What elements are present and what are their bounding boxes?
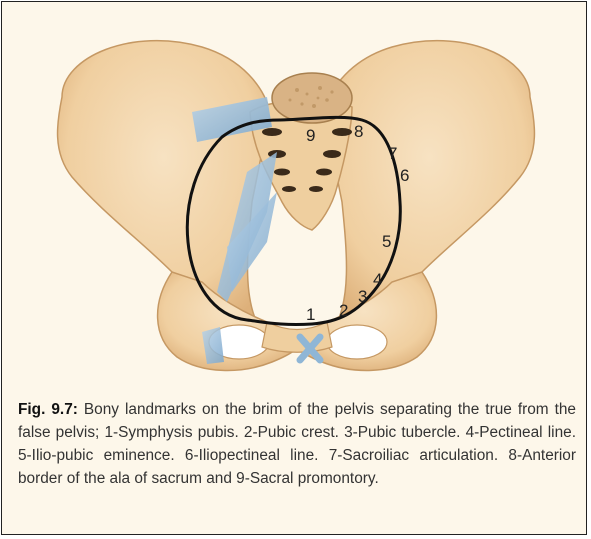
landmark-number-9: 9: [306, 126, 315, 145]
landmark-number-8: 8: [354, 122, 363, 141]
landmark-number-6: 6: [400, 166, 409, 185]
landmark-number-3: 3: [358, 287, 367, 306]
figure-caption: Fig. 9.7: Bony landmarks on the brim of …: [18, 398, 576, 490]
landmark-number-5: 5: [382, 232, 391, 251]
vertebral-body: [272, 73, 352, 123]
landmark-number-1: 1: [306, 305, 315, 324]
landmark-number-4: 4: [373, 270, 382, 289]
caption-label: Fig. 9.7:: [18, 401, 78, 418]
landmark-number-2: 2: [339, 301, 348, 320]
pelvis-illustration: 1 2 3 4 5 6 7 8 9: [2, 2, 588, 397]
caption-text: Bony landmarks on the brim of the pelvis…: [18, 401, 576, 487]
landmark-number-7: 7: [388, 144, 397, 163]
right-obturator-foramen: [327, 325, 387, 359]
